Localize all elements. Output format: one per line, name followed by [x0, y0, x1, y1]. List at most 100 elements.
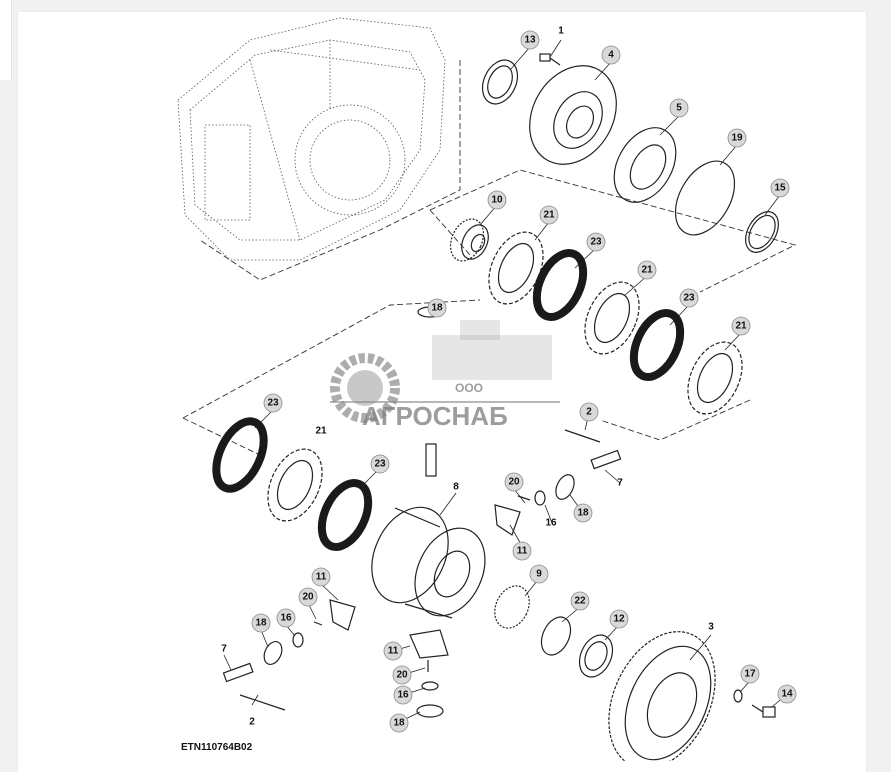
callout-16: 16 — [276, 608, 296, 628]
watermark-logo: ООО АГРОСНАБ — [330, 320, 560, 431]
callout-label: 21 — [735, 321, 747, 332]
diagram-code: ETN110764B02 — [181, 742, 253, 753]
callout-11: 11 — [512, 541, 532, 561]
ring-16-right — [534, 490, 546, 506]
callout-18: 18 — [251, 613, 271, 633]
callout-21: 21 — [731, 316, 751, 336]
callout-19: 19 — [727, 128, 747, 148]
watermark-name: АГРОСНАБ — [362, 401, 508, 431]
disc-pack-upper — [488, 231, 743, 415]
callout-label: 21 — [543, 210, 555, 221]
callout-bubble — [586, 232, 606, 252]
callout-label: 8 — [453, 482, 459, 493]
callout-bubble — [731, 316, 751, 336]
callout-2: 2 — [249, 717, 255, 728]
callout-label: 23 — [590, 237, 602, 248]
callout-label: 14 — [781, 689, 793, 700]
callout-label: 23 — [267, 398, 279, 409]
callout-8: 8 — [453, 482, 459, 493]
washer-18-bottom — [416, 704, 444, 718]
shaft-2-right — [564, 429, 601, 443]
callout-9: 9 — [529, 564, 549, 584]
callout-13: 13 — [520, 30, 540, 50]
callout-15: 15 — [770, 178, 790, 198]
callout-bubble — [392, 665, 412, 685]
callout-bubble — [669, 98, 689, 118]
callout-17: 17 — [740, 664, 760, 684]
callout-11: 11 — [383, 641, 403, 661]
callout-2: 2 — [579, 402, 599, 422]
callout-bubble — [520, 30, 540, 50]
callout-bubble — [311, 567, 331, 587]
callout-label: 18 — [393, 718, 405, 729]
callout-21: 21 — [637, 260, 657, 280]
callout-label: 9 — [536, 569, 542, 580]
gear-10 — [449, 218, 489, 262]
callout-21: 21 — [315, 426, 327, 437]
callout-label: 1 — [558, 26, 564, 37]
callout-label: 7 — [617, 478, 623, 489]
callout-label: 18 — [255, 618, 267, 629]
callout-label: 12 — [613, 614, 625, 625]
callout-bubble — [512, 541, 532, 561]
callout-18: 18 — [573, 503, 593, 523]
callout-bubble — [609, 609, 629, 629]
callout-21: 21 — [539, 205, 559, 225]
washer-18-right — [555, 474, 575, 500]
callout-label: 4 — [608, 50, 614, 61]
callout-label: 20 — [396, 670, 408, 681]
callout-14: 14 — [777, 684, 797, 704]
callout-bubble — [251, 613, 271, 633]
callout-bubble — [539, 205, 559, 225]
callout-bubble — [529, 564, 549, 584]
callout-bubble — [504, 472, 524, 492]
callout-bubble — [263, 393, 283, 413]
ring-19 — [674, 160, 736, 236]
callout-bubble — [770, 178, 790, 198]
ring-15 — [745, 211, 779, 253]
callout-20: 20 — [392, 665, 412, 685]
assembly-boundaries — [182, 60, 797, 456]
callout-3: 3 — [708, 622, 714, 633]
callout-label: 5 — [676, 103, 682, 114]
callout-bubble — [383, 641, 403, 661]
side-gear-9 — [494, 585, 530, 629]
callout-label: 18 — [431, 303, 443, 314]
pin-7-right — [590, 449, 622, 470]
callout-label: 23 — [374, 459, 386, 470]
callout-label: 21 — [315, 426, 327, 437]
left-panel-edge — [0, 0, 12, 80]
callout-11: 11 — [311, 567, 331, 587]
bolt-1 — [539, 53, 561, 66]
callout-5: 5 — [669, 98, 689, 118]
callout-1: 1 — [558, 26, 564, 37]
callout-bubble — [637, 260, 657, 280]
callout-label: 11 — [316, 572, 327, 583]
callout-label: 23 — [683, 293, 695, 304]
callout-label: 13 — [524, 35, 536, 46]
shaft-2-left — [239, 694, 286, 711]
callout-23: 23 — [370, 454, 390, 474]
callout-label: 2 — [586, 407, 592, 418]
pin-7-left — [222, 662, 254, 683]
callout-18: 18 — [427, 298, 447, 318]
callout-label: 10 — [491, 195, 503, 206]
callout-18: 18 — [389, 713, 409, 733]
callout-bubble — [579, 402, 599, 422]
bolt-14 — [751, 704, 776, 718]
callout-7: 7 — [221, 644, 227, 655]
disc-pack-lower — [212, 417, 373, 551]
gearbox-housing — [177, 17, 446, 261]
watermark-prefix: ООО — [455, 381, 483, 395]
callout-bubble — [276, 608, 296, 628]
callout-label: 20 — [508, 477, 520, 488]
callout-bubble — [370, 454, 390, 474]
callout-bubble — [298, 587, 318, 607]
callout-22: 22 — [570, 591, 590, 611]
callout-4: 4 — [601, 45, 621, 65]
callout-bubble — [601, 45, 621, 65]
parts — [212, 53, 779, 761]
bearing-5 — [613, 127, 677, 203]
